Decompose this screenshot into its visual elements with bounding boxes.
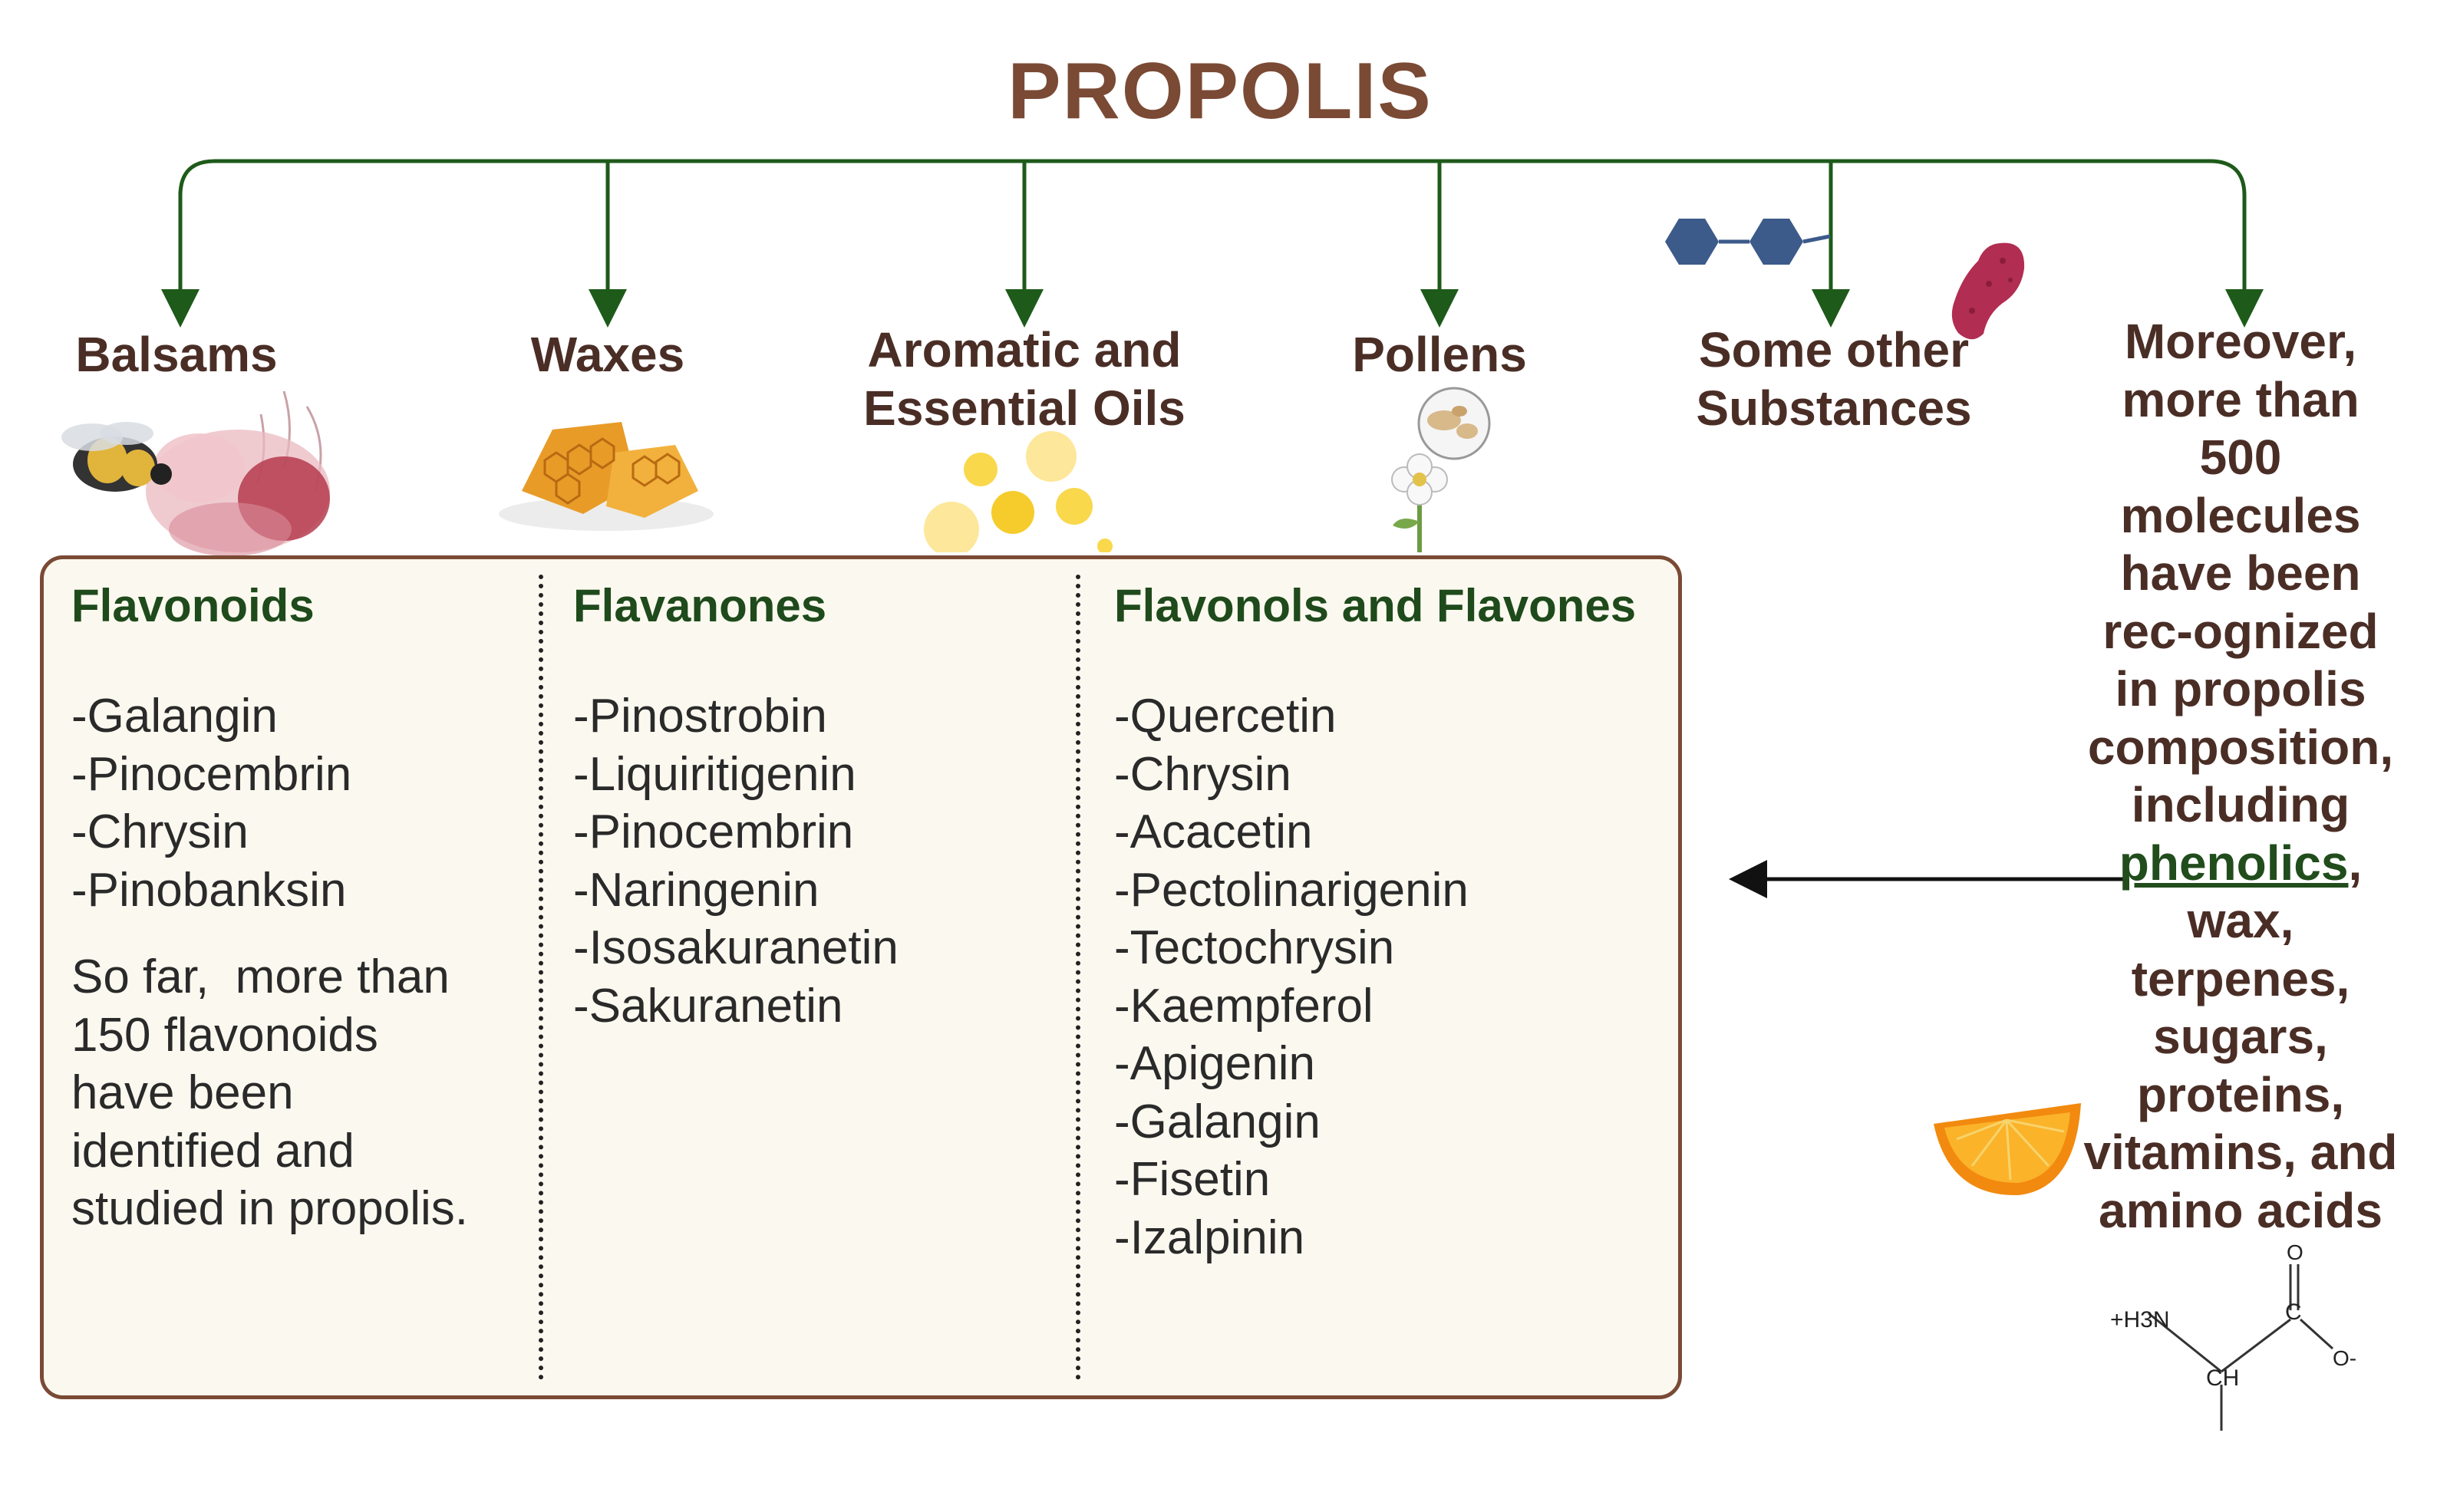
list-item: -Isosakuranetin — [573, 921, 899, 974]
molecules-note: Moreover, more than 500 molecules have b… — [2056, 313, 2425, 1240]
note-line: So far, more than — [71, 950, 450, 1003]
note-line: including — [2131, 777, 2350, 832]
note-line: molecules — [2120, 487, 2361, 543]
column-flavonols-flavones: Flavonols and Flavones -Quercetin -Chrys… — [1114, 559, 1674, 1395]
note-line-phenolics: phenolics, — [2056, 835, 2425, 893]
honeycomb-icon — [499, 422, 714, 531]
column-divider — [1076, 575, 1080, 1380]
note-line: have been — [71, 1066, 294, 1119]
category-waxes: Waxes — [530, 327, 685, 382]
list-item: -Tectochrysin — [1114, 921, 1395, 974]
note-line: sugars, — [2153, 1009, 2328, 1064]
note-line: rec-ognized — [2102, 603, 2379, 659]
list-item: -Kaempferol — [1114, 979, 1373, 1033]
item-list: -Quercetin -Chrysin -Acacetin -Pectolina… — [1114, 687, 1674, 1267]
item-list: -Galangin -Pinocembrin -Chrysin -Pinoban… — [71, 687, 532, 919]
pollen-flower-icon — [1391, 387, 1491, 552]
phenolics-link[interactable]: phenolics — [2119, 835, 2349, 891]
orange-slice-icon — [1934, 1103, 2081, 1196]
note-line: vitamins, and — [2083, 1125, 2398, 1180]
flavonoid-count-note: So far, more than 150 flavonoids have be… — [71, 948, 532, 1238]
column-heading: Flavonoids — [71, 580, 315, 631]
note-line: studied in propolis. — [71, 1182, 468, 1235]
column-heading: Flavonols and Flavones — [1114, 580, 1637, 631]
phenolics-suffix: , — [2348, 835, 2363, 891]
sugar-blob-icon — [1951, 242, 2025, 340]
note-line: amino acids — [2099, 1182, 2383, 1238]
list-item: -Galangin — [71, 690, 278, 743]
list-item: -Chrysin — [1114, 747, 1291, 801]
category-aromatic-line2: Essential Oils — [863, 380, 1186, 436]
amine-label: +H3N — [2110, 1307, 2170, 1332]
category-aromatic-oils: Aromatic and Essential Oils — [813, 321, 1235, 437]
note-line: proteins, — [2136, 1066, 2345, 1122]
category-pollens: Pollens — [1352, 327, 1527, 382]
flavonoids-box: Flavonoids -Galangin -Pinocembrin -Chrys… — [40, 555, 1682, 1399]
category-aromatic-line1: Aromatic and — [867, 322, 1182, 377]
category-balsams: Balsams — [75, 327, 278, 382]
list-item: -Apigenin — [1114, 1037, 1315, 1090]
list-item: -Izalpinin — [1114, 1211, 1305, 1264]
category-other-substances: Some other Substances — [1650, 321, 2018, 437]
note-line: wax, — [2187, 893, 2294, 948]
oil-drops-icon — [924, 431, 1113, 552]
list-item: -Pinobanksin — [71, 863, 347, 917]
note-line: Moreover, — [2124, 314, 2357, 369]
note-line: terpenes, — [2131, 950, 2350, 1006]
carbon-label: C — [2285, 1300, 2302, 1325]
ch-label: CH — [2206, 1365, 2239, 1391]
item-list: -Pinostrobin -Liquiritigenin -Pinocembri… — [573, 687, 1064, 1035]
column-heading: Flavanones — [573, 580, 827, 631]
list-item: -Pinostrobin — [573, 690, 827, 743]
bee-flower-icon — [61, 390, 330, 556]
note-line: 150 flavonoids — [71, 1008, 378, 1062]
diagram-title: PROPOLIS — [1007, 47, 1433, 136]
note-line: have been — [2120, 545, 2361, 601]
note-line: more than — [2122, 371, 2360, 427]
list-item: -Pinocembrin — [573, 805, 854, 858]
list-item: -Pinocembrin — [71, 747, 352, 801]
oxygen-top-label: O — [2287, 1243, 2303, 1264]
hexagon-chain-icon — [1665, 219, 1831, 265]
list-item: -Quercetin — [1114, 690, 1337, 743]
list-item: -Liquiritigenin — [573, 747, 856, 801]
list-item: -Pectolinarigenin — [1114, 863, 1469, 917]
top-bar-line — [178, 159, 2247, 316]
note-line: composition, — [2087, 719, 2394, 775]
amino-acid-structure-icon: +H3N CH C O O- — [2110, 1243, 2356, 1431]
category-other-line2: Substances — [1696, 380, 1972, 436]
column-divider — [539, 575, 543, 1380]
list-item: -Sakuranetin — [573, 979, 843, 1033]
list-item: -Fisetin — [1114, 1153, 1271, 1206]
list-item: -Naringenin — [573, 863, 819, 917]
column-flavanones: Flavanones -Pinostrobin -Liquiritigenin … — [573, 559, 1064, 1395]
list-item: -Chrysin — [71, 805, 249, 858]
column-flavonoids: Flavonoids -Galangin -Pinocembrin -Chrys… — [71, 559, 532, 1395]
note-line: 500 — [2199, 430, 2282, 485]
category-other-line1: Some other — [1698, 322, 1970, 377]
note-line: in propolis — [2115, 661, 2366, 716]
oxygen-minus-label: O- — [2333, 1346, 2356, 1370]
note-line: identified and — [71, 1124, 355, 1178]
list-item: -Acacetin — [1114, 805, 1313, 858]
list-item: -Galangin — [1114, 1095, 1321, 1148]
